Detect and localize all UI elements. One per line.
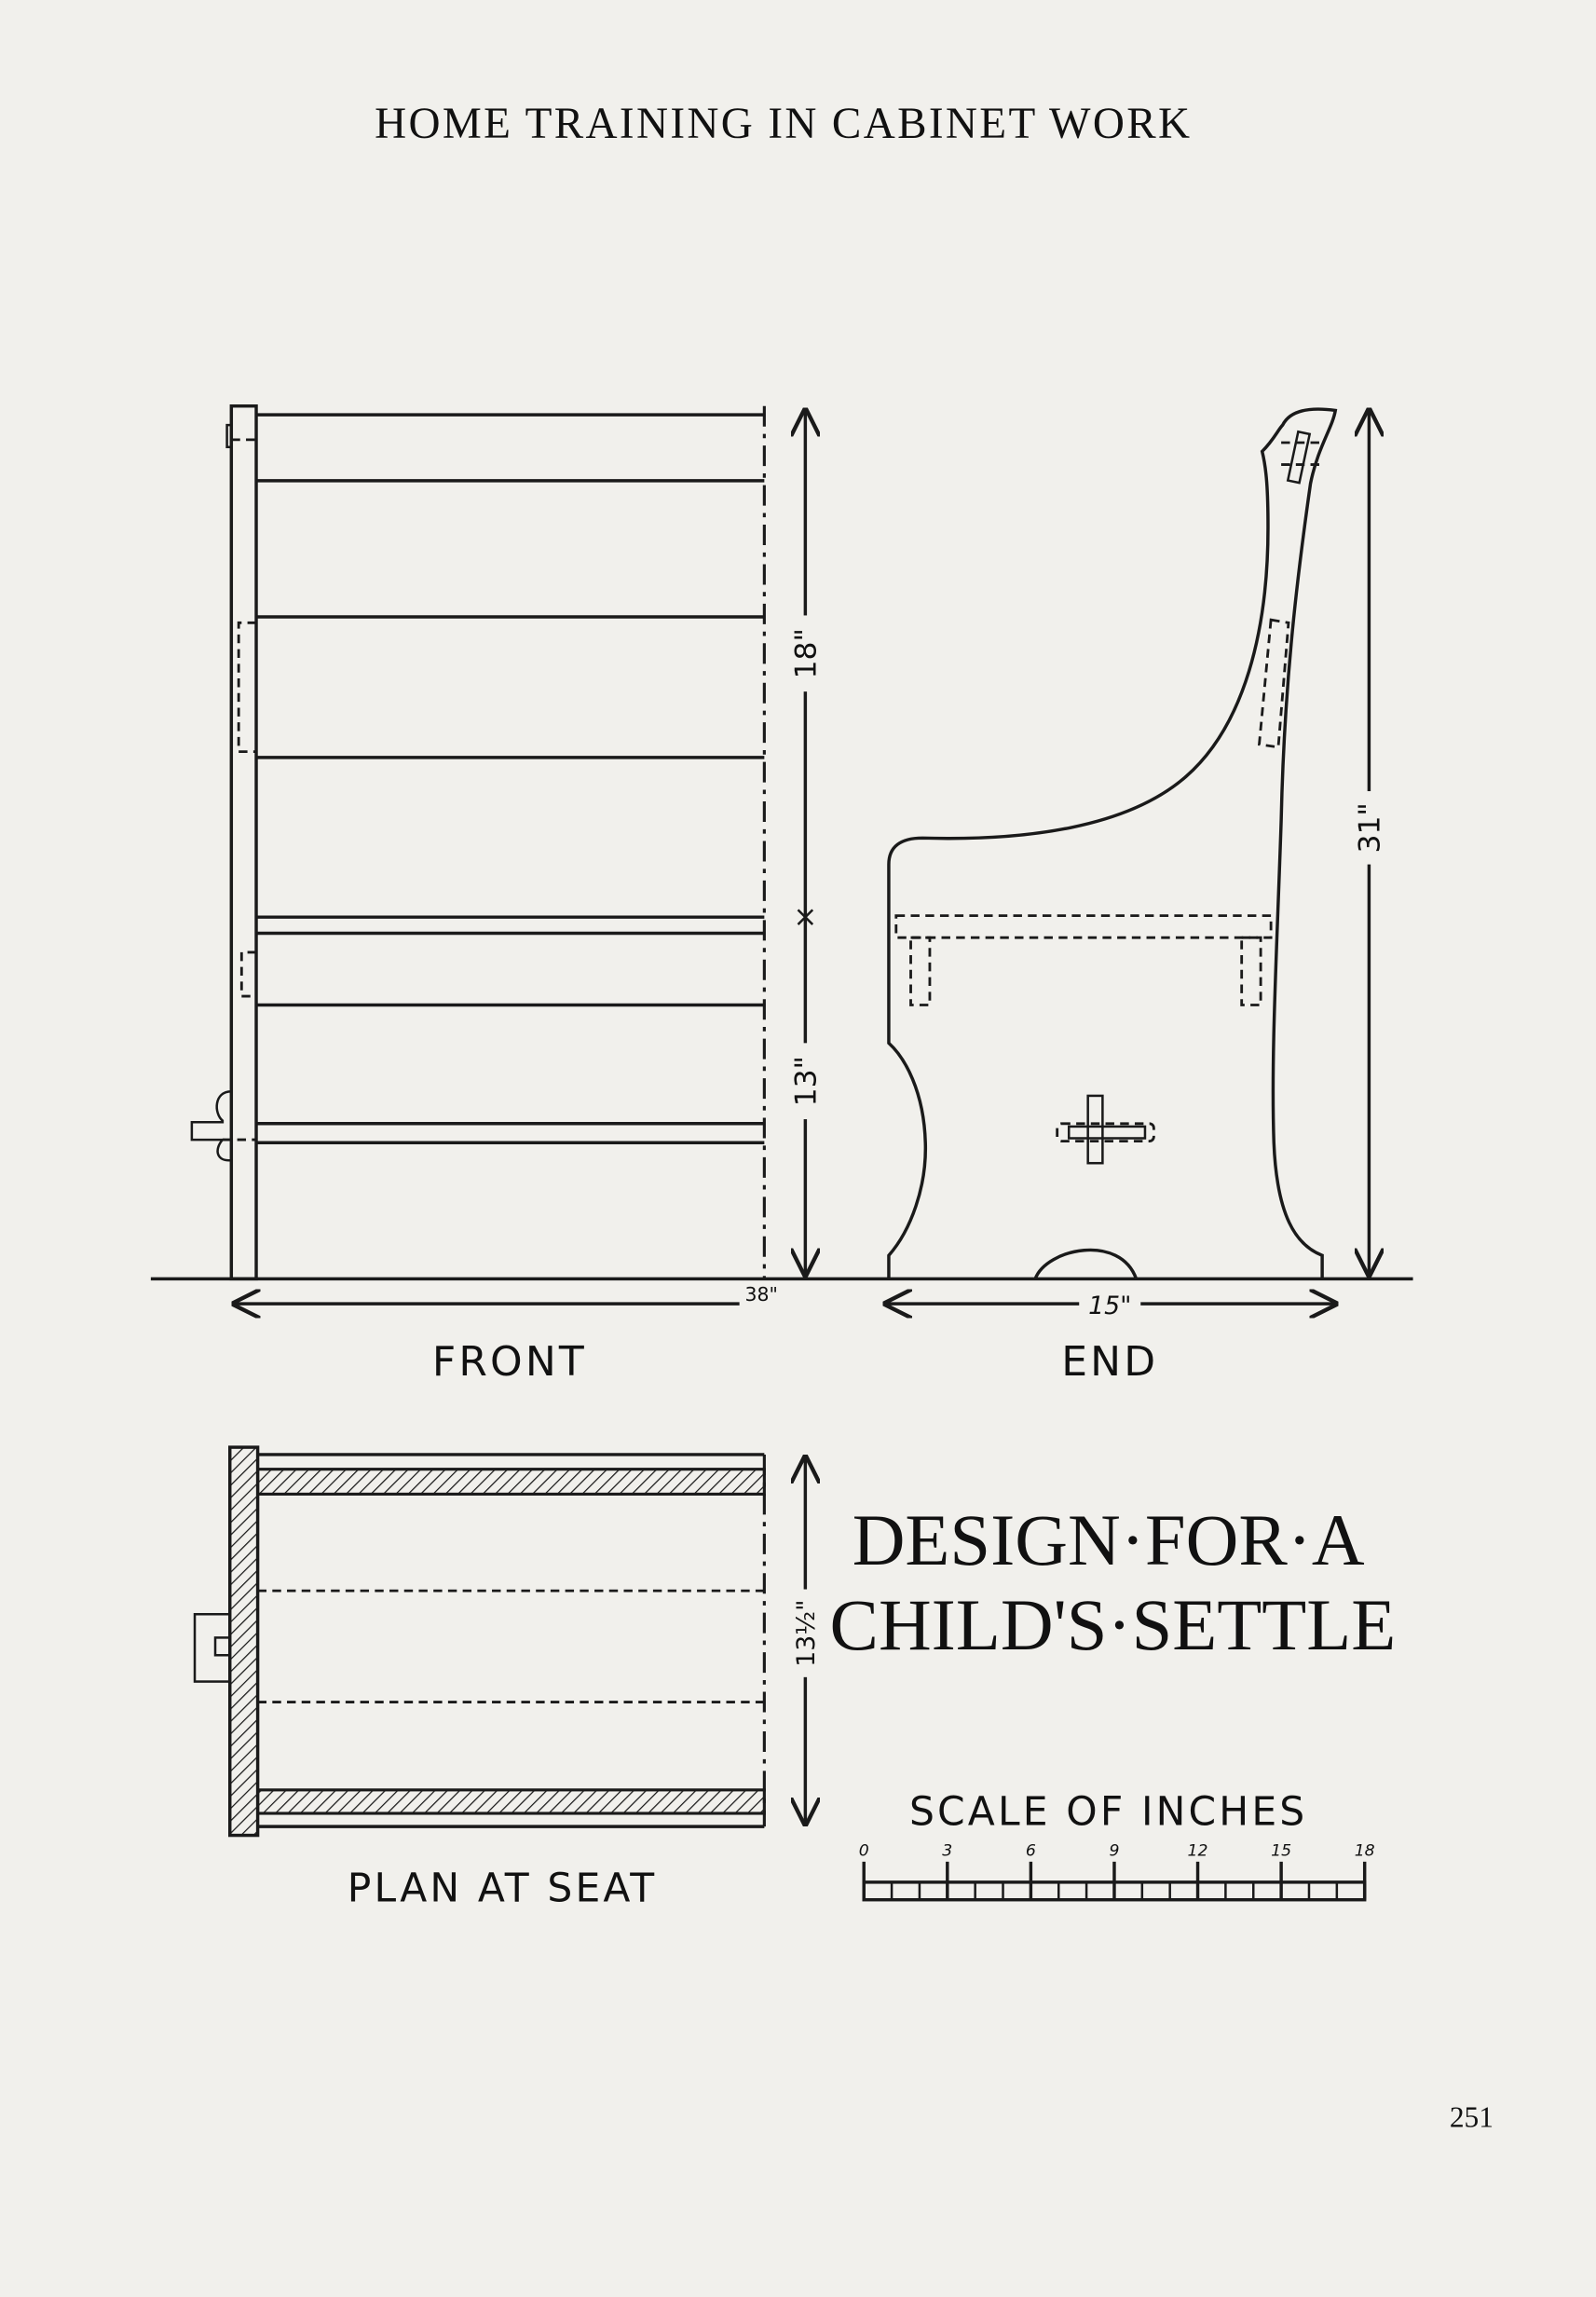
scale-tick-label: 3 [942,1842,952,1861]
end-panel-outline [887,407,1338,1279]
dim-13-half: 13½" [792,1600,821,1667]
stretcher-key [1056,1094,1155,1165]
dim-31: 31" [1353,802,1386,853]
scale-tick-label: 15 [1271,1842,1291,1861]
end-label: END [1061,1338,1158,1386]
scale-tick-label: 9 [1109,1842,1119,1861]
top-tenon [1286,430,1312,485]
front-rails [256,413,765,1144]
seat-hidden [894,914,1273,939]
design-title-line1: DESIGN·FOR·A [853,1499,1365,1580]
wedge-peg [190,1089,232,1162]
scale-tick-label: 12 [1188,1842,1208,1861]
front-view: 18" 13" 38" FRONT [190,403,823,1386]
design-title-line2: CHILD'S·SETTLE [830,1584,1397,1665]
plan-front-rail [256,1788,766,1815]
base-cutout [1033,1248,1139,1280]
dim-15: 15" [1088,1292,1131,1320]
dim-18: 18" [789,628,823,678]
plan-peg [193,1612,231,1683]
scale-tick-label: 0 [859,1842,869,1861]
plan-back-rail [256,1468,766,1496]
plan-label: PLAN AT SEAT [348,1866,658,1911]
front-post [229,403,258,1281]
plan-view: 13½" PLAN AT SEAT [193,1445,821,1911]
scale-tick-label: 18 [1355,1842,1375,1861]
scale-title: SCALE OF INCHES [909,1790,1307,1836]
front-label: FRONT [432,1338,587,1386]
running-head: HOME TRAINING IN CABINET WORK [375,100,1192,148]
plan-post [228,1445,260,1838]
scale-of-inches: SCALE OF INCHES 0 3 6 9 12 15 18 [859,1790,1375,1902]
dim-13: 13" [789,1056,823,1106]
dim-38: 38" [745,1283,778,1306]
page-number: 251 [1450,2100,1494,2133]
end-view: 31" 15" END [886,407,1386,1386]
scale-tick-label: 6 [1026,1842,1036,1861]
